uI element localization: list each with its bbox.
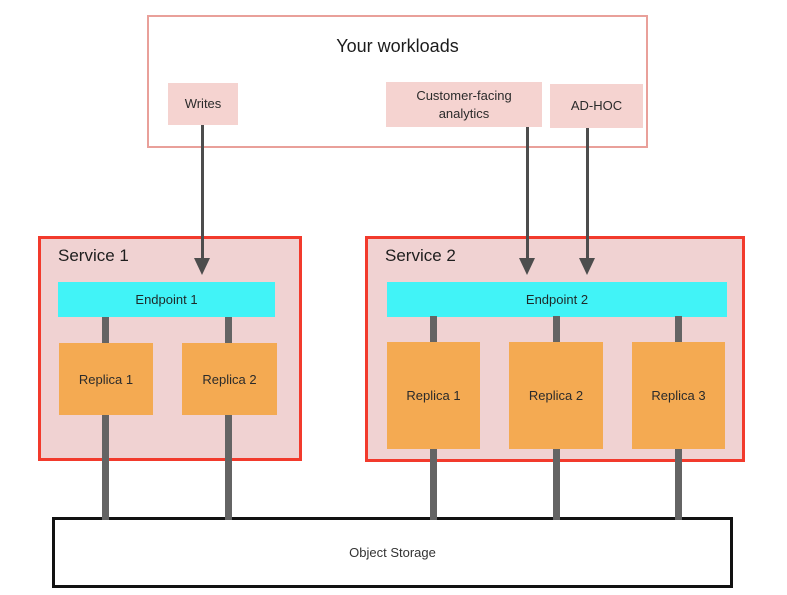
service-2-replica-2-box: Replica 2 — [509, 342, 603, 449]
service-1-box: Service 1 Endpoint 1 Replica 1 Replica 2 — [38, 236, 302, 461]
service-2-replica-1-box: Replica 1 — [387, 342, 480, 449]
arrow-head-icon — [579, 258, 595, 275]
workloads-title: Your workloads — [336, 36, 459, 56]
arrow-shaft — [201, 125, 204, 259]
workload-writes-box: Writes — [168, 83, 238, 125]
workload-adhoc-box: AD-HOC — [550, 84, 643, 128]
arrow-head-icon — [194, 258, 210, 275]
workloads-group-box: Your workloads Writes Customer-facing an… — [147, 15, 648, 148]
arrow-shaft — [526, 127, 529, 259]
object-storage-label: Object Storage — [349, 545, 436, 560]
connector-endpoint1-replica2 — [225, 317, 232, 343]
connector-s1replica2-storage — [225, 415, 232, 520]
service-2-box: Service 2 Endpoint 2 Replica 1 Replica 2… — [365, 236, 745, 462]
service-2-replica-3-box: Replica 3 — [632, 342, 725, 449]
service-1-replica-1-box: Replica 1 — [59, 343, 153, 415]
connector-endpoint2-replica2 — [553, 316, 560, 342]
service-2-label: Service 2 — [385, 246, 456, 265]
connector-endpoint1-replica1 — [102, 317, 109, 343]
workload-analytics-box: Customer-facing analytics — [386, 82, 542, 127]
connector-s2replica2-storage — [553, 449, 560, 520]
arrow-shaft — [586, 128, 589, 259]
connector-s1replica1-storage — [102, 415, 109, 520]
connector-s2replica3-storage — [675, 449, 682, 520]
connector-endpoint2-replica3 — [675, 316, 682, 342]
object-storage-box: Object Storage — [52, 517, 733, 588]
service-2-endpoint-box: Endpoint 2 — [387, 282, 727, 317]
service-1-endpoint-box: Endpoint 1 — [58, 282, 275, 317]
connector-s2replica1-storage — [430, 449, 437, 520]
connector-endpoint2-replica1 — [430, 316, 437, 342]
service-1-label: Service 1 — [58, 246, 129, 265]
arrow-head-icon — [519, 258, 535, 275]
service-1-replica-2-box: Replica 2 — [182, 343, 277, 415]
